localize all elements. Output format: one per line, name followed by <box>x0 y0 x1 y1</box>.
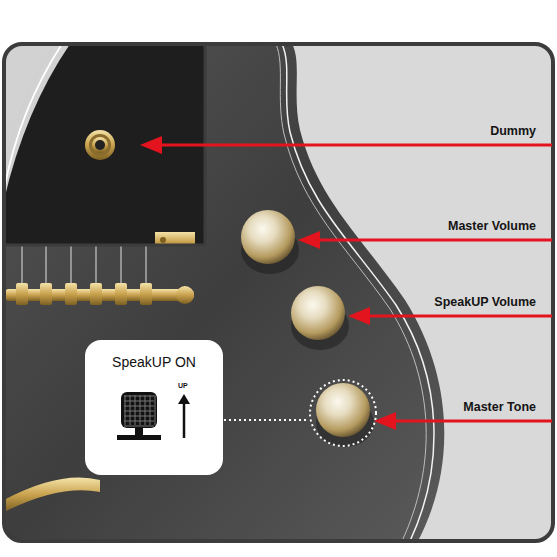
part-label: SpeakUP Volume <box>434 295 536 309</box>
part-label: Dummy <box>490 124 536 138</box>
box-heading: SpeakUP ON <box>85 340 223 370</box>
up-marker: UP <box>178 382 188 389</box>
part-label: Master Volume <box>448 219 536 233</box>
info-callout-box: SpeakUP ON UP <box>85 340 223 475</box>
part-label: Master Tone <box>463 400 536 414</box>
